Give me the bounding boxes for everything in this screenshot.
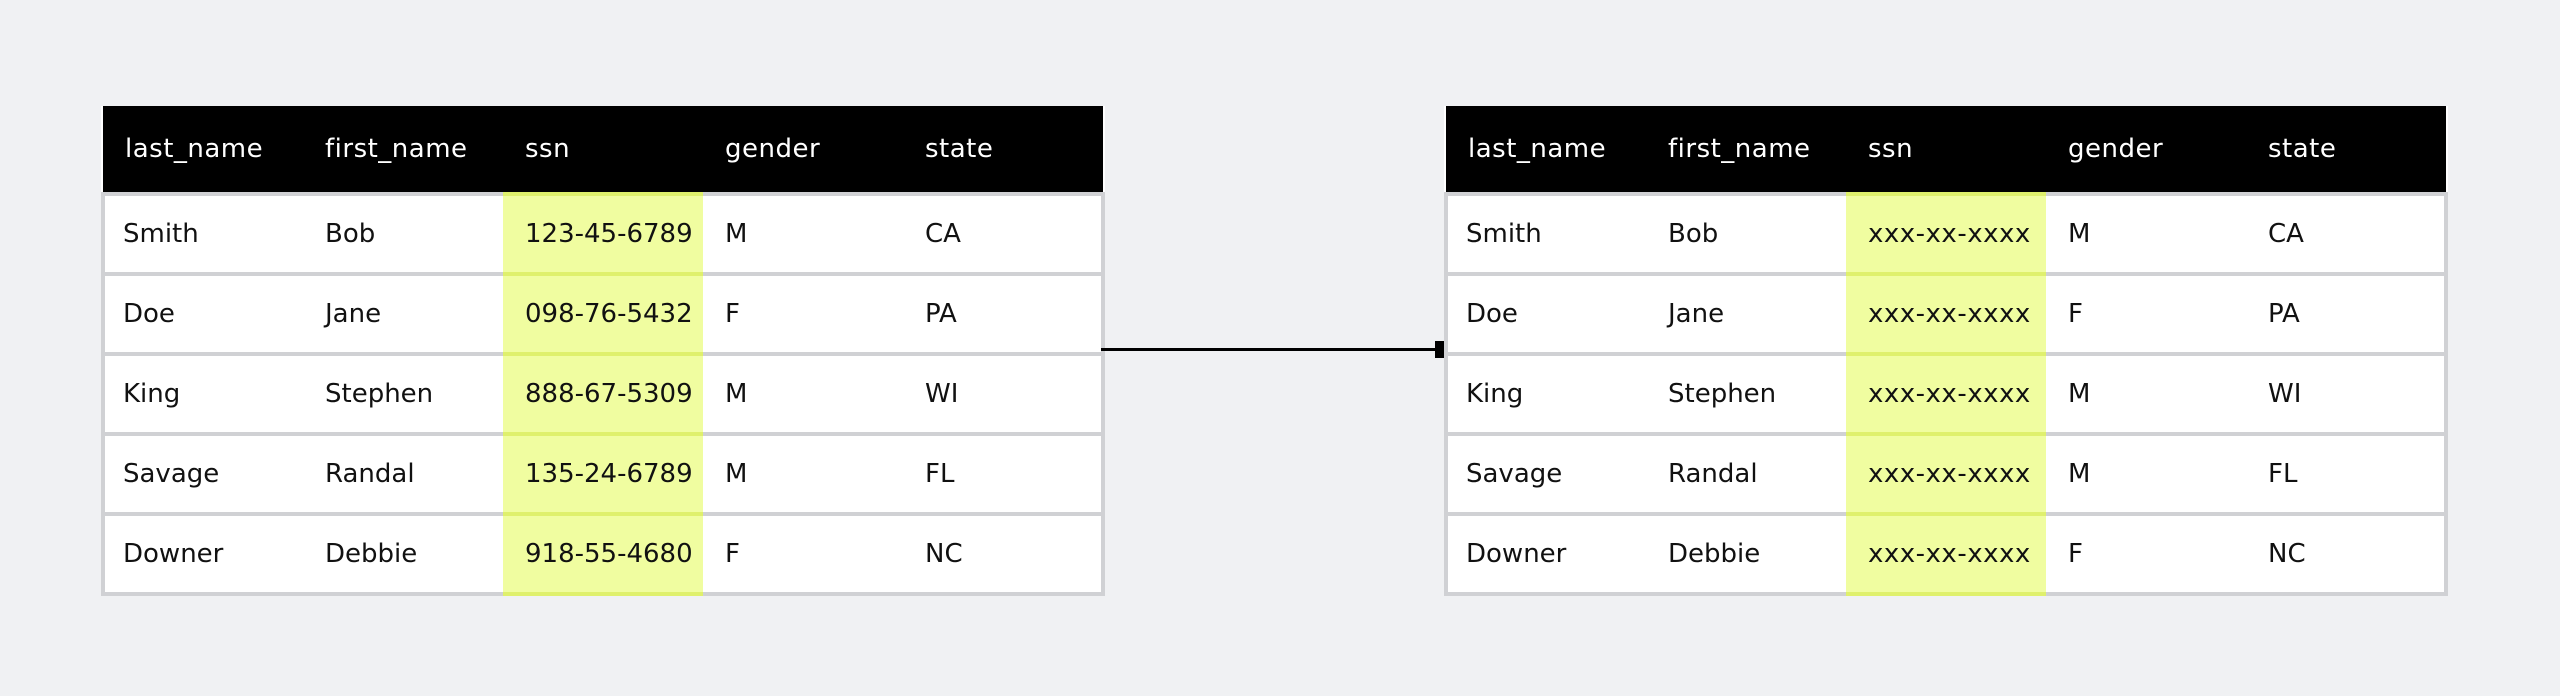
cell-state: PA bbox=[2246, 272, 2448, 356]
cell-gender: M bbox=[2046, 192, 2246, 276]
cell-first-name: Randal bbox=[1646, 432, 1846, 516]
cell-state: FL bbox=[2246, 432, 2448, 516]
cell-ssn: 888-67-5309 bbox=[503, 352, 703, 436]
header-row: last_name first_name ssn gender state bbox=[1446, 106, 2446, 194]
cell-gender: F bbox=[703, 272, 903, 356]
table-row: King Stephen 888-67-5309 M WI bbox=[101, 352, 1105, 436]
cell-gender: M bbox=[703, 432, 903, 516]
table-row: Savage Randal 135-24-6789 M FL bbox=[101, 432, 1105, 516]
header-first-name: first_name bbox=[1646, 106, 1846, 194]
cell-state: WI bbox=[2246, 352, 2448, 436]
cell-ssn-masked: xxx-xx-xxxx bbox=[1846, 272, 2046, 356]
header-ssn: ssn bbox=[503, 106, 703, 194]
header-row: last_name first_name ssn gender state bbox=[103, 106, 1103, 194]
header-last-name: last_name bbox=[1446, 106, 1646, 194]
table-row: Downer Debbie xxx-xx-xxxx F NC bbox=[1444, 512, 2448, 596]
cell-last-name: Downer bbox=[101, 512, 303, 596]
cell-gender: F bbox=[2046, 272, 2246, 356]
header-ssn: ssn bbox=[1846, 106, 2046, 194]
header-gender: gender bbox=[2046, 106, 2246, 194]
cell-last-name: Savage bbox=[1444, 432, 1646, 516]
cell-gender: M bbox=[703, 352, 903, 436]
cell-last-name: Savage bbox=[101, 432, 303, 516]
cell-state: CA bbox=[2246, 192, 2448, 276]
cell-gender: M bbox=[703, 192, 903, 276]
cell-ssn: 918-55-4680 bbox=[503, 512, 703, 596]
table-row: Smith Bob 123-45-6789 M CA bbox=[101, 192, 1105, 276]
header-state: state bbox=[903, 106, 1103, 194]
cell-first-name: Jane bbox=[303, 272, 503, 356]
cell-ssn: 123-45-6789 bbox=[503, 192, 703, 276]
table-row: King Stephen xxx-xx-xxxx M WI bbox=[1444, 352, 2448, 436]
cell-first-name: Randal bbox=[303, 432, 503, 516]
cell-last-name: Doe bbox=[101, 272, 303, 356]
connector-line bbox=[1101, 348, 1444, 351]
cell-first-name: Debbie bbox=[1646, 512, 1846, 596]
cell-last-name: Smith bbox=[101, 192, 303, 276]
cell-gender: F bbox=[703, 512, 903, 596]
cell-last-name: King bbox=[101, 352, 303, 436]
masked-table: last_name first_name ssn gender state Sm… bbox=[1444, 106, 2448, 596]
cell-ssn: 098-76-5432 bbox=[503, 272, 703, 356]
cell-first-name: Bob bbox=[1646, 192, 1846, 276]
cell-ssn-masked: xxx-xx-xxxx bbox=[1846, 512, 2046, 596]
header-state: state bbox=[2246, 106, 2446, 194]
cell-ssn: 135-24-6789 bbox=[503, 432, 703, 516]
cell-ssn-masked: xxx-xx-xxxx bbox=[1846, 352, 2046, 436]
header-last-name: last_name bbox=[103, 106, 303, 194]
header-first-name: first_name bbox=[303, 106, 503, 194]
cell-ssn-masked: xxx-xx-xxxx bbox=[1846, 432, 2046, 516]
cell-first-name: Stephen bbox=[1646, 352, 1846, 436]
cell-state: CA bbox=[903, 192, 1105, 276]
cell-last-name: Smith bbox=[1444, 192, 1646, 276]
cell-first-name: Jane bbox=[1646, 272, 1846, 356]
cell-gender: F bbox=[2046, 512, 2246, 596]
source-table: last_name first_name ssn gender state Sm… bbox=[101, 106, 1105, 596]
table-row: Doe Jane 098-76-5432 F PA bbox=[101, 272, 1105, 356]
cell-first-name: Debbie bbox=[303, 512, 503, 596]
cell-first-name: Stephen bbox=[303, 352, 503, 436]
cell-ssn-masked: xxx-xx-xxxx bbox=[1846, 192, 2046, 276]
table-row: Smith Bob xxx-xx-xxxx M CA bbox=[1444, 192, 2448, 276]
cell-first-name: Bob bbox=[303, 192, 503, 276]
cell-state: PA bbox=[903, 272, 1105, 356]
cell-last-name: King bbox=[1444, 352, 1646, 436]
table-row: Downer Debbie 918-55-4680 F NC bbox=[101, 512, 1105, 596]
cell-last-name: Doe bbox=[1444, 272, 1646, 356]
cell-state: NC bbox=[903, 512, 1105, 596]
cell-gender: M bbox=[2046, 352, 2246, 436]
cell-state: WI bbox=[903, 352, 1105, 436]
cell-state: NC bbox=[2246, 512, 2448, 596]
table-row: Doe Jane xxx-xx-xxxx F PA bbox=[1444, 272, 2448, 356]
cell-state: FL bbox=[903, 432, 1105, 516]
header-gender: gender bbox=[703, 106, 903, 194]
cell-last-name: Downer bbox=[1444, 512, 1646, 596]
cell-gender: M bbox=[2046, 432, 2246, 516]
table-row: Savage Randal xxx-xx-xxxx M FL bbox=[1444, 432, 2448, 516]
